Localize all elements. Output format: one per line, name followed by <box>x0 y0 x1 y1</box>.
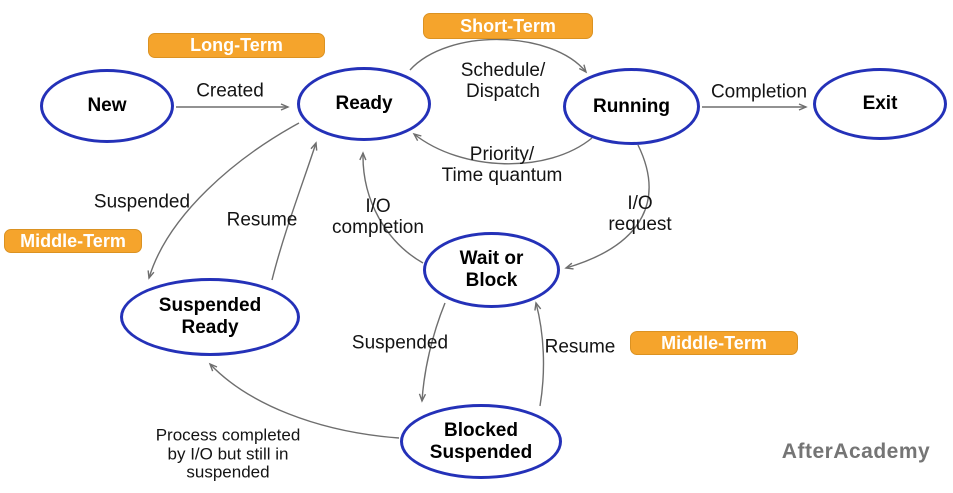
edge-label-process-completed: Process completed by I/O but still in su… <box>155 425 301 482</box>
brand-watermark: AfterAcademy <box>781 440 931 463</box>
scheduler-badge-middle-term-left: Middle-Term <box>4 229 142 253</box>
scheduler-badge-middle-term-right: Middle-Term <box>630 331 798 355</box>
scheduler-badge-short-term: Short-Term <box>423 13 593 39</box>
edge-label-suspended-from-ready: Suspended <box>93 191 191 213</box>
edge-io-completion-arrow <box>359 151 424 264</box>
state-node-blocked-suspended: Blocked Suspended <box>400 404 562 479</box>
state-node-ready: Ready <box>297 67 431 141</box>
edge-label-suspended-from-block: Suspended <box>351 332 449 354</box>
edge-priority-time-quantum-arrow <box>412 132 593 165</box>
edge-label-resume-to-ready: Resume <box>226 209 298 231</box>
edge-suspended-from-ready-arrow <box>147 122 300 280</box>
state-node-suspended-ready: Suspended Ready <box>120 278 300 356</box>
edge-label-completion: Completion <box>710 81 808 103</box>
edge-io-request-arrow <box>564 144 650 270</box>
state-node-running: Running <box>563 68 700 145</box>
edge-label-io-request: I/O request <box>608 193 672 235</box>
state-node-new: New <box>40 69 174 143</box>
scheduler-badge-long-term: Long-Term <box>148 33 325 58</box>
edge-label-created: Created <box>196 80 264 102</box>
edge-label-io-completion: I/O completion <box>332 196 424 238</box>
edge-suspended-from-block-arrow <box>418 302 446 403</box>
edge-process-completed-arrow <box>208 362 400 439</box>
edge-resume-to-block-arrow <box>534 301 545 407</box>
edge-label-schedule-dispatch: Schedule/ Dispatch <box>460 60 546 102</box>
edge-resume-to-ready-arrow <box>271 141 318 281</box>
edge-schedule-dispatch-arrow <box>409 38 588 74</box>
state-node-wait-or-block: Wait or Block <box>423 232 560 308</box>
state-node-exit: Exit <box>813 68 947 140</box>
edge-label-resume-to-block: Resume <box>544 336 616 358</box>
edge-label-priority-time-quantum: Priority/ Time quantum <box>441 144 563 186</box>
